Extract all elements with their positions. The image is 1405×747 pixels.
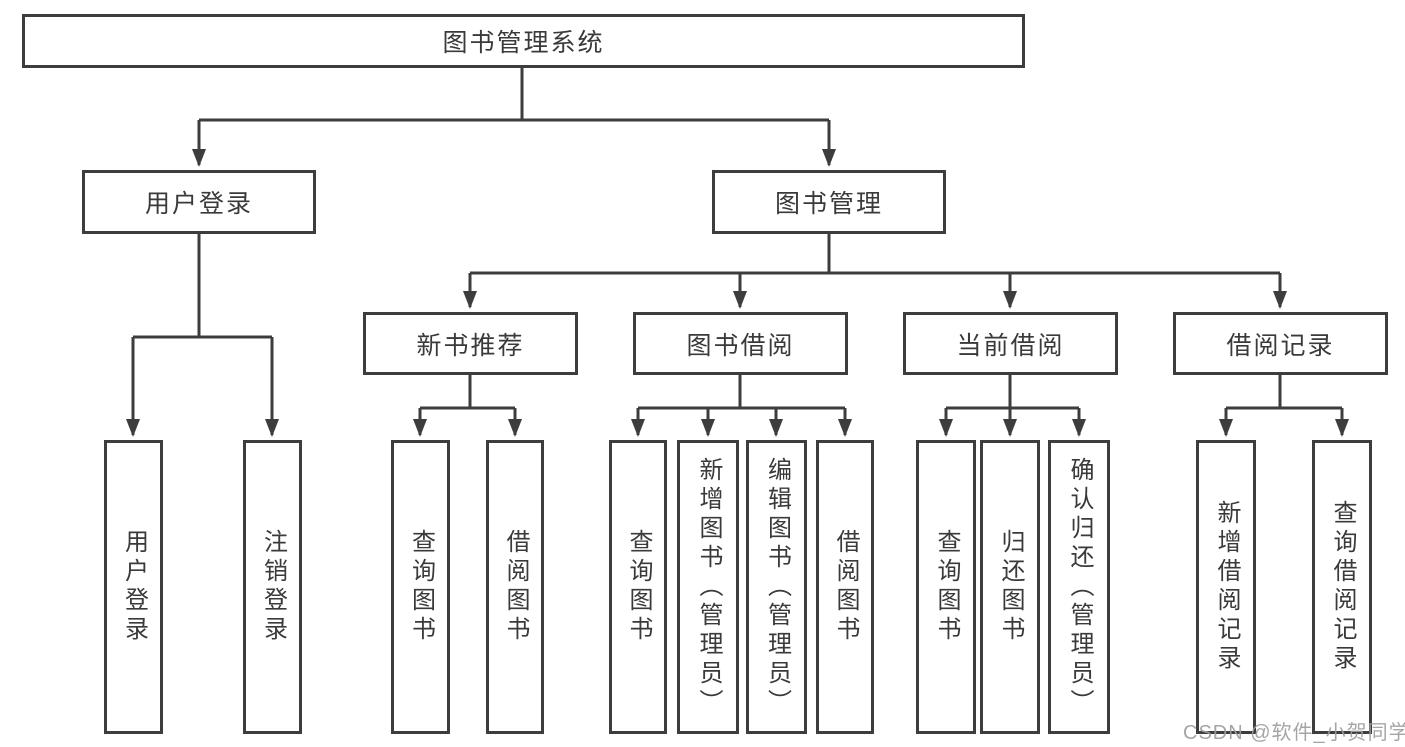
node-borrow-records: 借阅记录 [1173, 312, 1388, 375]
connector-root-to-level2 [192, 67, 836, 167]
node-book-borrow-label: 图书借阅 [686, 331, 795, 360]
leaf-user-login-label: 用户登录 [120, 529, 148, 645]
leaf-logout: 注销登录 [243, 440, 302, 734]
watermark: CSDN @软件_小贺同学 [1183, 722, 1405, 744]
connector-user-login-to-leaves [126, 234, 279, 437]
leaf-borrow-books-label: 借阅图书 [832, 529, 859, 645]
node-book-management: 图书管理 [712, 170, 946, 234]
node-new-book-recommend: 新书推荐 [363, 312, 578, 375]
leaf-query-books-recommend: 查询图书 [391, 440, 450, 734]
node-root-label: 图书管理系统 [442, 29, 605, 57]
node-current-borrow-label: 当前借阅 [956, 331, 1065, 360]
node-book-management-label: 图书管理 [774, 190, 883, 218]
leaf-add-book-admin: 新增图书（管理员） [677, 440, 739, 734]
node-borrow-records-label: 借阅记录 [1226, 331, 1335, 360]
leaf-query-books-recommend-label: 查询图书 [407, 529, 435, 645]
node-book-borrow: 图书借阅 [633, 312, 848, 375]
node-user-login-label: 用户登录 [144, 190, 253, 218]
leaf-borrow-books-recommend: 借阅图书 [486, 440, 544, 734]
leaf-return-book-label: 归还图书 [997, 529, 1024, 645]
leaf-query-borrow-record-label: 查询借阅记录 [1329, 500, 1356, 674]
node-current-borrow: 当前借阅 [903, 312, 1118, 375]
leaf-edit-book-admin: 编辑图书（管理员） [746, 440, 807, 734]
leaf-query-borrow-record: 查询借阅记录 [1312, 440, 1372, 734]
leaf-query-books-borrow-label: 查询图书 [625, 529, 652, 645]
leaf-return-book: 归还图书 [980, 440, 1040, 734]
connector-new-book-recommend-to-leaves [413, 374, 522, 437]
leaf-query-books-current: 查询图书 [916, 440, 976, 734]
leaf-add-book-admin-label: 新增图书（管理员） [695, 456, 722, 718]
connector-current-borrow-to-leaves [939, 374, 1086, 437]
connector-book-borrow-to-leaves [631, 374, 852, 437]
leaf-confirm-return-admin-label: 确认归还（管理员） [1066, 456, 1093, 718]
leaf-user-login: 用户登录 [104, 440, 163, 734]
connector-borrow-records-to-leaves [1219, 374, 1349, 437]
leaf-query-books-current-label: 查询图书 [933, 529, 960, 645]
leaf-confirm-return-admin: 确认归还（管理员） [1048, 440, 1110, 734]
node-new-book-recommend-label: 新书推荐 [416, 331, 525, 360]
leaf-add-borrow-record: 新增借阅记录 [1196, 440, 1256, 734]
leaf-add-borrow-record-label: 新增借阅记录 [1213, 500, 1240, 674]
leaf-borrow-books-recommend-label: 借阅图书 [502, 529, 529, 645]
connector-book-management-to-level3 [463, 234, 1287, 309]
leaf-borrow-books: 借阅图书 [816, 440, 874, 734]
leaf-query-books-borrow: 查询图书 [609, 440, 667, 734]
leaf-edit-book-admin-label: 编辑图书（管理员） [763, 456, 791, 718]
leaf-logout-label: 注销登录 [259, 529, 287, 645]
node-user-login: 用户登录 [82, 170, 316, 234]
node-root: 图书管理系统 [22, 14, 1025, 68]
